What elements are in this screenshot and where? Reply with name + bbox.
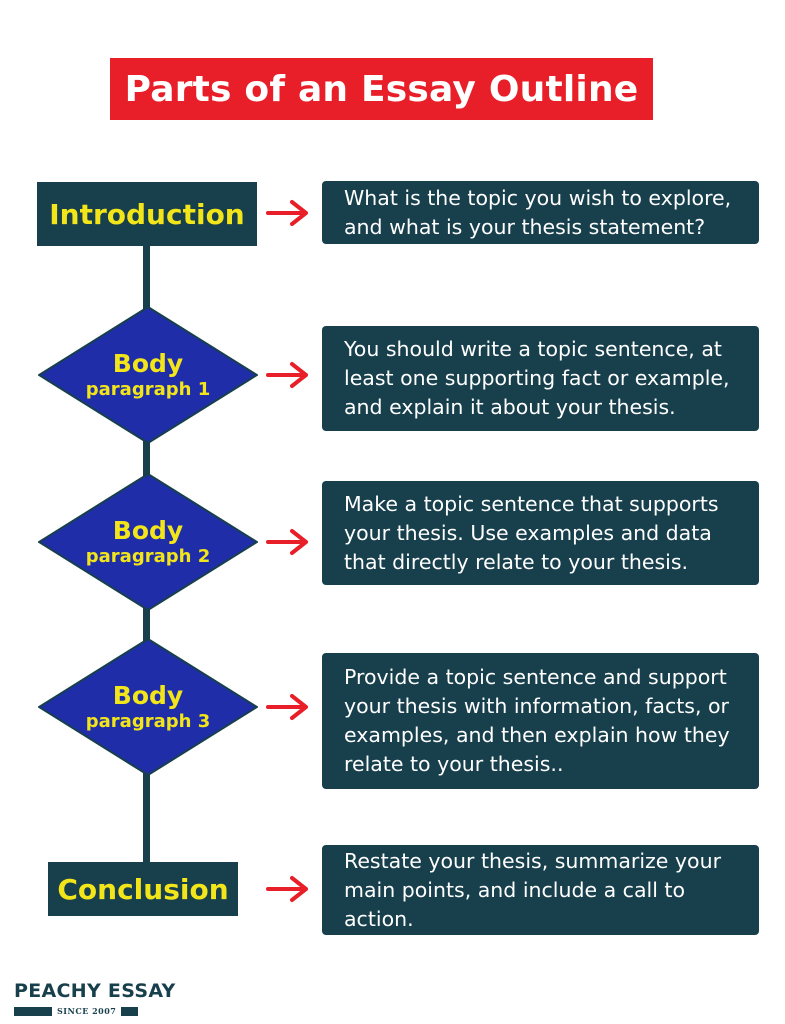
page-title: Parts of an Essay Outline: [124, 68, 639, 110]
body-paragraph-3-sublabel: paragraph 3: [85, 711, 211, 732]
arrow-right-icon: [266, 694, 308, 720]
diamond-shape: [38, 473, 258, 611]
conclusion-description-text: Restate your thesis, summarize your main…: [344, 848, 722, 931]
body-paragraph-2-description-text: Make a topic sentence that supports your…: [344, 491, 719, 574]
title-banner: Parts of an Essay Outline: [110, 58, 653, 120]
body-paragraph-3-description: Provide a topic sentence and support you…: [322, 653, 759, 789]
body-paragraph-1-description-text: You should write a topic sentence, at le…: [344, 337, 730, 419]
introduction-description-text: What is the topic you wish to explore, a…: [344, 185, 732, 239]
body-paragraph-3-label: Body: [112, 681, 184, 710]
body-paragraph-3-description-text: Provide a topic sentence and support you…: [344, 665, 730, 776]
diamond-shape: [38, 306, 258, 444]
logo-since: SINCE 2007: [52, 1006, 122, 1017]
conclusion-node: Conclusion: [48, 862, 238, 916]
arrow-right-icon: [266, 200, 308, 226]
body-paragraph-1-label: Body: [112, 349, 184, 378]
body-paragraph-1-node: Body paragraph 1: [38, 306, 258, 444]
introduction-node-label: Introduction: [49, 197, 245, 231]
logo-name: PEACHY ESSAY: [14, 980, 176, 1002]
conclusion-node-label: Conclusion: [57, 872, 229, 906]
conclusion-description: Restate your thesis, summarize your main…: [322, 845, 759, 935]
arrow-right-icon: [266, 529, 308, 555]
body-paragraph-2-node: Body paragraph 2: [38, 473, 258, 611]
body-paragraph-2-description: Make a topic sentence that supports your…: [322, 481, 759, 585]
arrow-right-icon: [266, 876, 308, 902]
introduction-description: What is the topic you wish to explore, a…: [322, 181, 759, 244]
body-paragraph-1-description: You should write a topic sentence, at le…: [322, 326, 759, 431]
peachy-essay-logo: PEACHY ESSAY SINCE 2007: [14, 980, 175, 1020]
introduction-node: Introduction: [37, 182, 257, 246]
body-paragraph-2-sublabel: paragraph 2: [85, 546, 211, 567]
body-paragraph-2-label: Body: [112, 516, 184, 545]
body-paragraph-3-node: Body paragraph 3: [38, 638, 258, 776]
body-paragraph-1-sublabel: paragraph 1: [85, 379, 211, 400]
diamond-shape: [38, 638, 258, 776]
arrow-right-icon: [266, 362, 308, 388]
